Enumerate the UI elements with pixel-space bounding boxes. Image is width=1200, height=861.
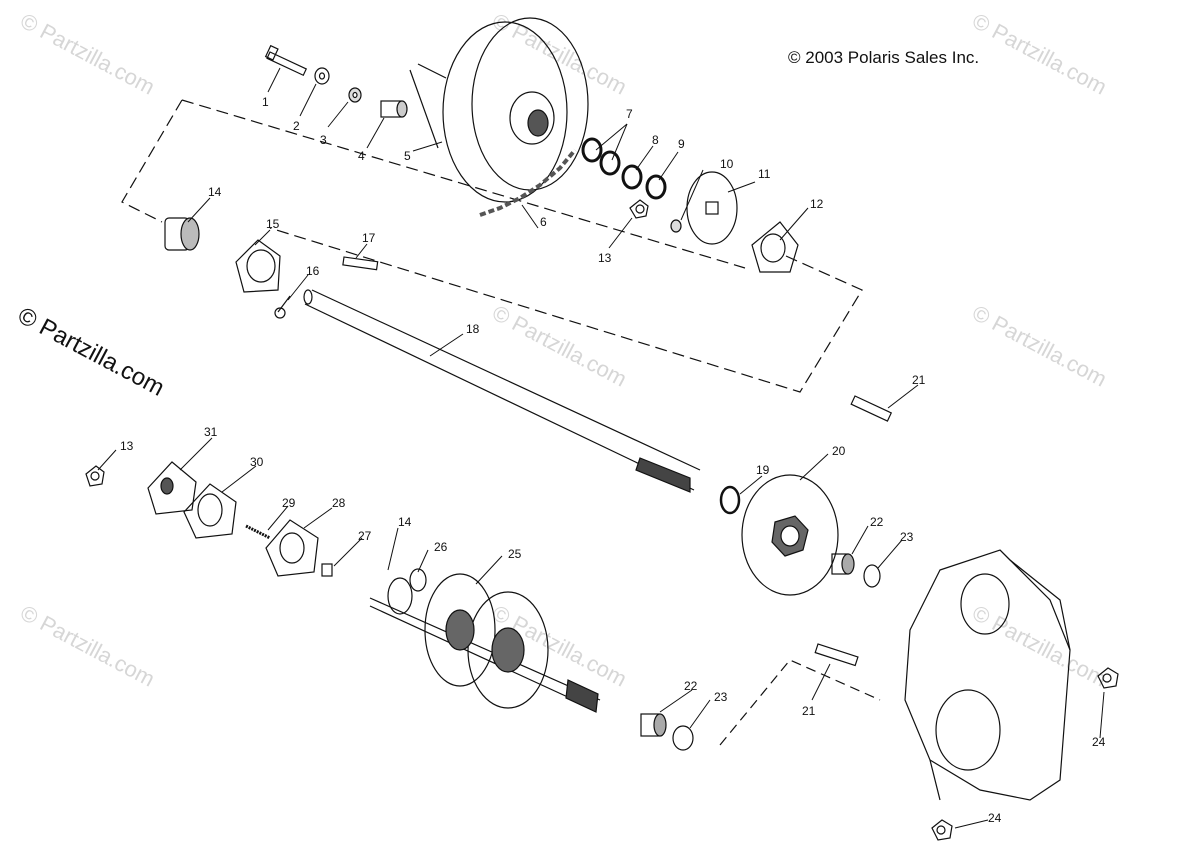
part-12-flange: [751, 221, 799, 273]
part-21-bolt: [814, 643, 859, 667]
part-10-washer: [670, 219, 682, 233]
callout-14: 14: [398, 515, 412, 529]
callout-22: 22: [684, 679, 698, 693]
callout-6: 6: [540, 215, 547, 229]
assembly-line-upper: [181, 99, 746, 269]
callout-29: 29: [282, 496, 296, 510]
assembly-line-lower: [719, 659, 881, 746]
callout-19: 19: [756, 463, 770, 477]
chaincase-housing: [904, 549, 1071, 801]
callout-24: 24: [1092, 735, 1106, 749]
callout-20: 20: [832, 444, 846, 458]
part-4-bushing: [380, 100, 408, 118]
callout-12: 12: [810, 197, 824, 211]
part-23-seal: [672, 725, 694, 751]
leader-lines: [97, 67, 1105, 829]
part-13-nut: [629, 199, 649, 219]
part-25-drive-sprocket: [369, 573, 601, 713]
callout-4: 4: [358, 149, 365, 163]
callout-7: 7: [626, 107, 633, 121]
callout-1: 1: [262, 95, 269, 109]
part-17-key: [342, 256, 379, 271]
part-22-bushing: [831, 553, 855, 575]
callout-21: 21: [912, 373, 926, 387]
part-22-bushing: [640, 713, 667, 737]
callout-28: 28: [332, 496, 346, 510]
callout-30: 30: [250, 455, 264, 469]
assembly-line-upper: [121, 99, 183, 223]
part-6-chain: [479, 148, 577, 217]
callout-26: 26: [434, 540, 448, 554]
part-8-ring: [621, 164, 643, 190]
callout-13: 13: [120, 439, 134, 453]
part-27-fitting: [321, 563, 333, 577]
callout-18: 18: [466, 322, 480, 336]
part-2-washer: [314, 67, 330, 85]
part-31-flange: [147, 461, 197, 515]
callout-2: 2: [293, 119, 300, 133]
part-19-ring: [719, 485, 741, 515]
part-29-spring: [245, 524, 271, 540]
callout-3: 3: [320, 133, 327, 147]
assembly-line-upper: [269, 227, 863, 393]
part-5-sprocket: [409, 17, 589, 203]
part-15-flange: [235, 239, 281, 293]
part-7-ring: [581, 137, 603, 163]
part-26-bearing: [387, 568, 427, 615]
callout-31: 31: [204, 425, 218, 439]
part-24-nut: [1097, 667, 1119, 689]
callout-numbers: 1 2 3 4 5 6 7 8 9 10 11 12 13 14 15 16 1…: [120, 95, 1106, 825]
part-7-ring: [599, 150, 621, 176]
part-9-ring: [645, 174, 667, 200]
part-20-disc: [741, 474, 839, 596]
callout-22: 22: [870, 515, 884, 529]
callout-15: 15: [266, 217, 280, 231]
part-1-bolt: [264, 44, 308, 77]
callout-27: 27: [358, 529, 372, 543]
part-23-seal: [863, 564, 881, 588]
callout-13: 13: [598, 251, 612, 265]
callout-8: 8: [652, 133, 659, 147]
part-13-nut: [85, 465, 105, 487]
callout-23: 23: [900, 530, 914, 544]
copyright-notice: © 2003 Polaris Sales Inc.: [788, 48, 980, 67]
callout-23: 23: [714, 690, 728, 704]
part-21-bolt: [850, 395, 893, 422]
part-30-gasket: [183, 483, 237, 539]
part-24-nut: [931, 819, 953, 841]
part-14-bearing: [164, 217, 200, 251]
part-16-bolt: [274, 295, 291, 319]
callout-11: 11: [758, 167, 771, 181]
part-18-shaft: [303, 289, 701, 493]
callout-17: 17: [362, 231, 376, 245]
callout-14: 14: [208, 185, 222, 199]
part-11-plate: [686, 171, 738, 245]
callout-25: 25: [508, 547, 522, 561]
callout-5: 5: [404, 149, 411, 163]
callout-16: 16: [306, 264, 320, 278]
callout-10: 10: [720, 157, 734, 171]
part-28-flange: [265, 519, 319, 577]
callout-24: 24: [988, 811, 1002, 825]
callout-21: 21: [802, 704, 816, 718]
callout-9: 9: [678, 137, 685, 151]
